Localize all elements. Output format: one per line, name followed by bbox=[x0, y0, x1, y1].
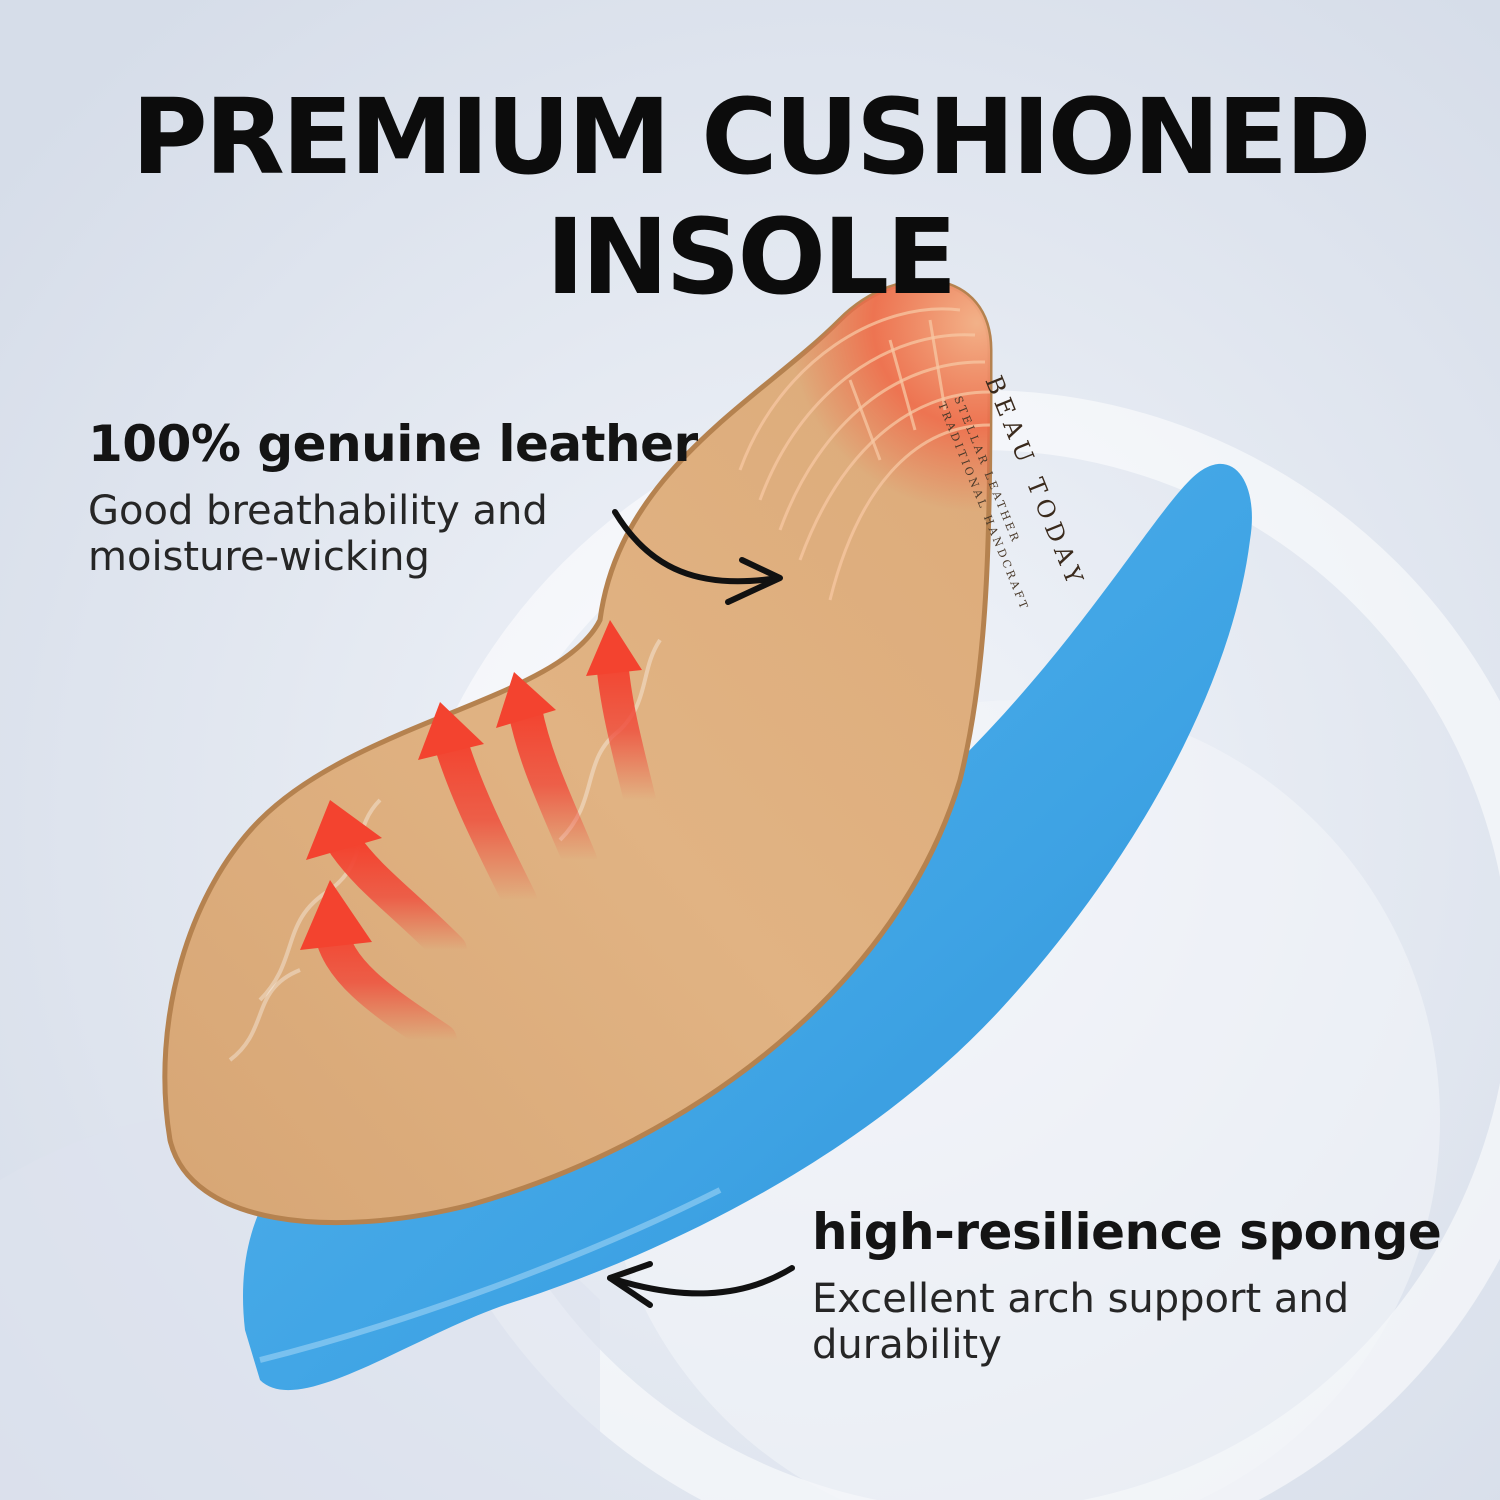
callout-description-line: Excellent arch support and bbox=[812, 1276, 1350, 1322]
callout-description-line: Good breathability and bbox=[88, 488, 548, 534]
callout-title: high-resilience sponge bbox=[812, 1203, 1442, 1261]
callout-sponge: high-resilience sponge Excellent arch su… bbox=[812, 1202, 1472, 1368]
heat-arrow-icon bbox=[418, 702, 537, 917]
heat-arrow-icon bbox=[586, 620, 656, 816]
callout-title: 100% genuine leather bbox=[88, 415, 698, 473]
pointer-arrow-icon bbox=[607, 1261, 795, 1308]
heat-arrow-icon bbox=[496, 672, 597, 877]
heel-heat-lines bbox=[738, 307, 990, 601]
callout-description: Good breathability and moisture-wicking bbox=[88, 488, 728, 580]
pointer-arrow-icon bbox=[612, 509, 783, 605]
page-title: PREMIUM CUSHIONED INSOLE bbox=[131, 76, 1372, 318]
airflow-arrows bbox=[300, 620, 656, 1057]
callout-leather: 100% genuine leather Good breathability … bbox=[88, 414, 728, 580]
heat-arrow-icon bbox=[306, 800, 467, 967]
heat-arrow-icon bbox=[300, 880, 457, 1057]
callout-description-line: moisture-wicking bbox=[88, 534, 430, 580]
callout-description: Excellent arch support and durability bbox=[812, 1276, 1472, 1368]
callout-description-line: durability bbox=[812, 1322, 1002, 1368]
